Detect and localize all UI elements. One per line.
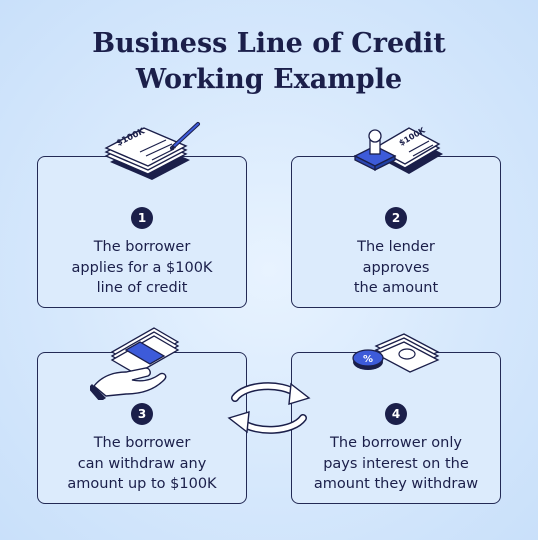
step-description: The lender approves the amount [292, 237, 500, 299]
step-text-line: amount up to $100K [67, 476, 217, 492]
step-text-line: can withdraw any [77, 455, 207, 472]
step-text-line: approves [362, 259, 430, 276]
approval-stamp-icon: $100K [353, 125, 443, 174]
interest-coin-icon: % [352, 333, 440, 373]
step-description: The borrower applies for a $100K line of… [38, 237, 246, 299]
step-card-4: 4 The borrower only pays interest on the… [291, 352, 501, 504]
step-text-line: applies for a $100K [71, 259, 213, 276]
step-description: The borrower can withdraw any amount up … [38, 433, 246, 495]
step-card-1: 1 The borrower applies for a $100K line … [37, 156, 247, 308]
step-text-line: pays interest on the [323, 455, 469, 472]
coin-percent-label: % [363, 354, 373, 365]
step-text-line: The lender [357, 239, 435, 255]
step-number-badge: 1 [131, 207, 153, 229]
step-number-badge: 3 [131, 403, 153, 425]
application-form-icon: $100K [104, 122, 200, 180]
step-text-line: line of credit [96, 280, 188, 296]
step-text-line: The borrower only [330, 435, 462, 451]
cycle-arrows-icon [227, 382, 311, 434]
step-description: The borrower only pays interest on the a… [292, 433, 500, 495]
step-number-badge: 4 [385, 403, 407, 425]
step-text-line: The borrower [93, 435, 191, 451]
title-line-2: Working Example [135, 64, 403, 95]
hand-cash-icon [90, 327, 180, 400]
step-text-line: amount they withdraw [313, 476, 479, 492]
step-text-line: The borrower [93, 239, 191, 255]
step-number-badge: 2 [385, 207, 407, 229]
step-text-line: the amount [353, 280, 439, 296]
page-title: Business Line of Credit Working Example [0, 26, 538, 98]
title-line-1: Business Line of Credit [92, 28, 446, 59]
